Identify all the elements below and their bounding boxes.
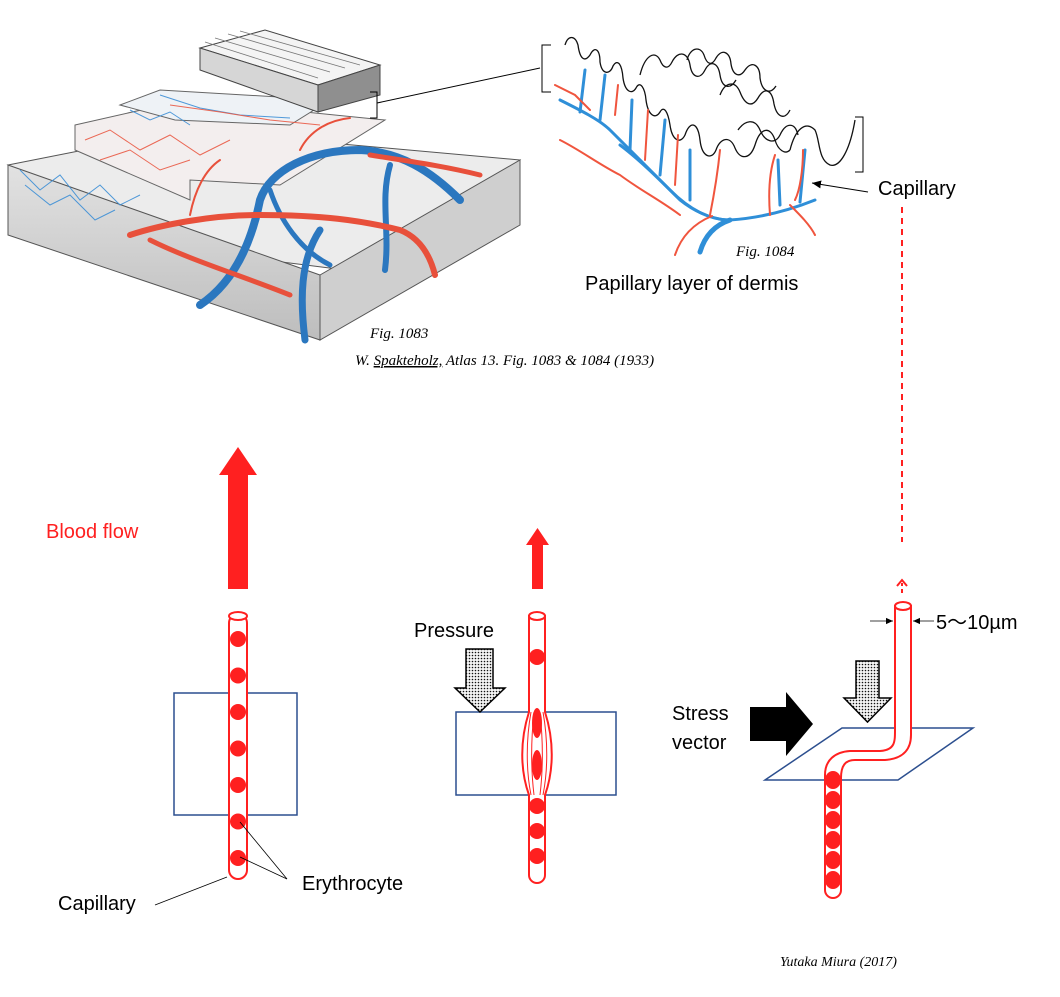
erythrocytes-pressure bbox=[529, 649, 545, 864]
capillary-tube-pressure bbox=[521, 611, 553, 884]
erythrocyte bbox=[230, 740, 246, 757]
erythrocyte bbox=[825, 791, 841, 809]
blood-flow-label: Blood flow bbox=[46, 521, 139, 543]
tissue-plane bbox=[762, 727, 976, 781]
erythrocytes-normal bbox=[230, 631, 246, 866]
block-epidermis-side bbox=[317, 64, 381, 113]
erythrocyte bbox=[230, 631, 246, 647]
right-bracket bbox=[855, 116, 864, 173]
erythrocyte bbox=[532, 750, 542, 780]
pressure-arrow-stress bbox=[842, 660, 893, 724]
erythrocyte bbox=[825, 871, 841, 889]
erythrocyte bbox=[230, 777, 246, 793]
capillary-pointer-normal bbox=[154, 876, 228, 906]
panel-normal bbox=[154, 447, 298, 906]
pressure-label: Pressure bbox=[414, 620, 494, 642]
skin-block-illustration bbox=[6, 29, 541, 344]
erythrocyte bbox=[529, 848, 545, 864]
citation-author: Spakteholz, bbox=[374, 353, 443, 369]
blood-flow-arrow bbox=[219, 447, 257, 589]
fig-1084-label: Fig. 1084 bbox=[735, 244, 795, 260]
diameter-label: 5〜10µm bbox=[936, 612, 1018, 634]
erythrocyte bbox=[529, 798, 545, 814]
erythrocyte bbox=[529, 649, 545, 665]
erythrocyte bbox=[825, 851, 841, 869]
zoom-connector-line bbox=[376, 67, 541, 104]
erythrocyte bbox=[230, 850, 246, 866]
erythrocyte bbox=[825, 831, 841, 849]
capillary-label-normal: Capillary bbox=[58, 893, 136, 915]
erythrocyte bbox=[825, 811, 841, 829]
erythrocyte bbox=[532, 708, 542, 738]
block-bracket bbox=[370, 91, 378, 119]
papillary-layer-title: Papillary layer of dermis bbox=[585, 273, 798, 295]
capillary-pointer bbox=[811, 180, 869, 193]
erythrocyte bbox=[230, 704, 246, 720]
flow-arrow-reduced bbox=[526, 528, 549, 589]
stress-vector-arrow bbox=[750, 692, 813, 756]
erythrocyte-pointer-1 bbox=[239, 821, 288, 880]
panel-stress bbox=[750, 578, 976, 899]
erythrocyte bbox=[529, 823, 545, 839]
panel-pressure bbox=[453, 528, 617, 884]
fig-citation: W. Spakteholz, Atlas 13. Fig. 1083 & 108… bbox=[355, 353, 654, 369]
fig-1083-label: Fig. 1083 bbox=[369, 326, 428, 342]
capillary-tube-bent bbox=[824, 601, 912, 899]
pressure-arrow bbox=[453, 648, 507, 714]
stress-label-line1: Stress bbox=[672, 703, 729, 725]
erythrocyte bbox=[230, 667, 246, 684]
erythrocyte bbox=[230, 813, 246, 830]
artery-large bbox=[127, 211, 438, 278]
erythrocyte-label: Erythrocyte bbox=[302, 873, 403, 895]
stress-label-line2: vector bbox=[672, 732, 727, 754]
erythrocytes-stress bbox=[825, 771, 841, 889]
capillary-callout-label: Capillary bbox=[878, 178, 956, 200]
papillary-illustration bbox=[541, 36, 869, 256]
left-bracket bbox=[541, 44, 551, 93]
erythrocyte-pointer-2 bbox=[239, 856, 288, 880]
erythrocyte bbox=[825, 771, 841, 789]
author-credit: Yutaka Miura (2017) bbox=[780, 955, 897, 970]
